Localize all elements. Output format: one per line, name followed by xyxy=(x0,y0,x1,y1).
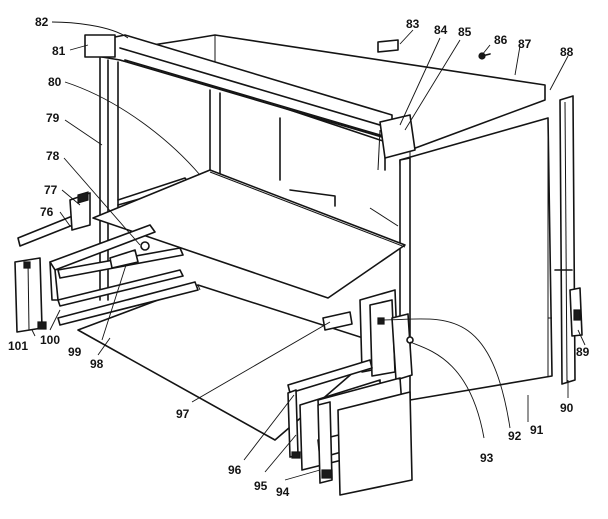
callout-labels: 82 81 80 79 78 77 76 83 84 85 86 87 88 8… xyxy=(8,15,590,499)
callout-83: 83 xyxy=(406,17,420,31)
callout-90: 90 xyxy=(560,401,574,415)
callout-96: 96 xyxy=(228,463,242,477)
callout-91: 91 xyxy=(530,423,544,437)
callout-94: 94 xyxy=(276,485,290,499)
callout-86: 86 xyxy=(494,33,508,47)
callout-80: 80 xyxy=(48,75,62,89)
small-hardware xyxy=(377,39,491,60)
callout-77: 77 xyxy=(44,183,58,197)
right-glide-assembly xyxy=(287,289,414,496)
callout-79: 79 xyxy=(46,111,60,125)
callout-81: 81 xyxy=(52,44,66,58)
callout-82: 82 xyxy=(35,15,49,29)
callout-95: 95 xyxy=(254,479,268,493)
callout-78: 78 xyxy=(46,149,60,163)
callout-100: 100 xyxy=(40,333,60,347)
callout-101: 101 xyxy=(8,339,28,353)
left-bracket xyxy=(17,191,91,247)
callout-76: 76 xyxy=(40,205,54,219)
callout-88: 88 xyxy=(560,45,574,59)
callout-89: 89 xyxy=(576,345,590,359)
leader-lines xyxy=(31,21,586,481)
callout-84: 84 xyxy=(434,23,448,37)
left-glide-assembly xyxy=(49,224,199,326)
callout-98: 98 xyxy=(90,357,104,371)
callout-92: 92 xyxy=(508,429,522,443)
middle-shelf xyxy=(92,169,406,299)
callout-99: 99 xyxy=(68,345,82,359)
callout-87: 87 xyxy=(518,37,532,51)
callout-93: 93 xyxy=(480,451,494,465)
left-door xyxy=(14,257,47,333)
top-rail xyxy=(84,34,416,171)
callout-85: 85 xyxy=(458,25,472,39)
callout-97: 97 xyxy=(176,407,190,421)
